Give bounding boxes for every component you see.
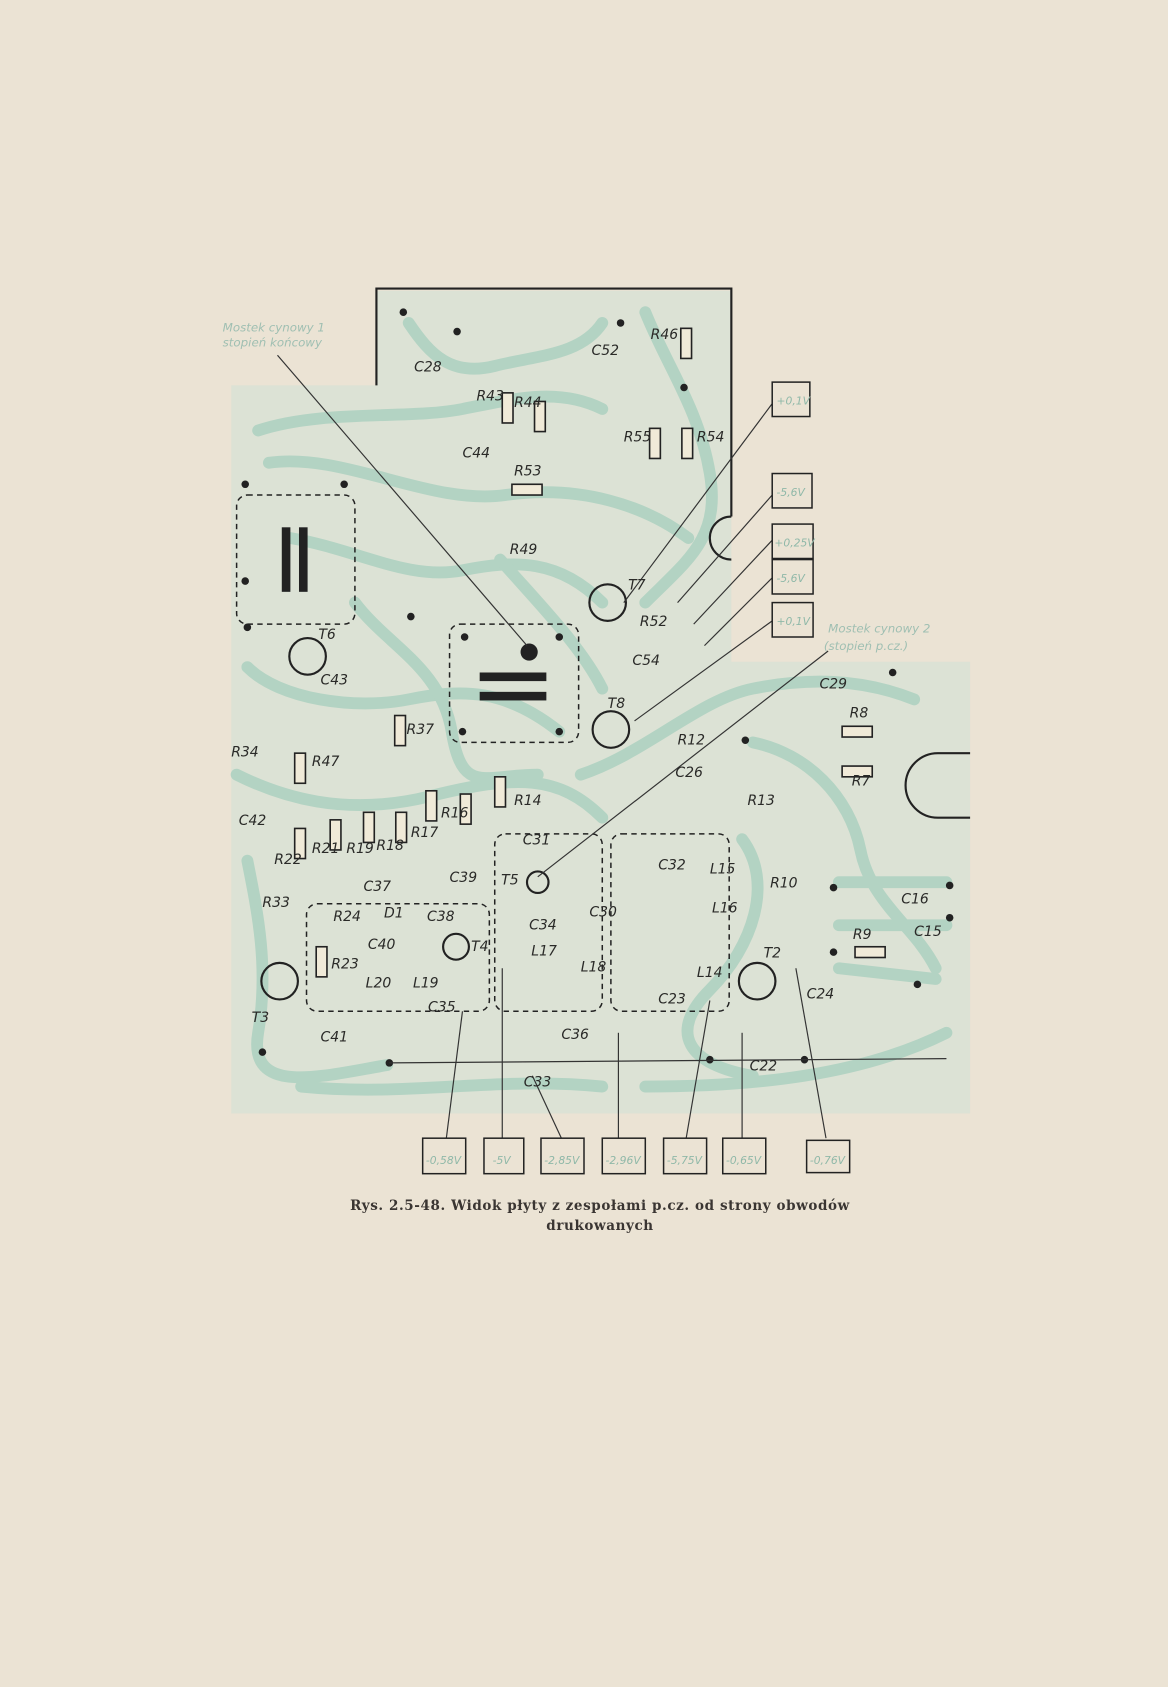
label-c23: C23 — [658, 992, 686, 1008]
label-c33: C33 — [524, 1075, 552, 1091]
voltage-bottom-3: -2,85V — [544, 1154, 580, 1167]
label-l14: L14 — [697, 965, 723, 981]
voltage-bottom-5: -5,75V — [667, 1154, 703, 1167]
label-r22: R22 — [274, 852, 302, 868]
board-fill — [231, 290, 971, 1114]
label-l19: L19 — [413, 976, 439, 992]
voltage-bottom-6: -0,65V — [726, 1154, 762, 1167]
transistor-icons — [260, 583, 777, 1001]
label-t7: T7 — [628, 578, 646, 594]
label-c54: C54 — [632, 653, 660, 669]
solder-pads — [241, 308, 954, 1067]
label-c26: C26 — [675, 765, 703, 781]
label-l20: L20 — [366, 976, 392, 992]
note-bridge-1-sub: stopień końcowy — [223, 336, 323, 350]
label-c37: C37 — [364, 879, 392, 895]
voltage-bottom-7: -0,76V — [810, 1154, 846, 1167]
transformer-icons — [281, 527, 547, 701]
label-c22: C22 — [750, 1058, 778, 1074]
label-c30: C30 — [589, 905, 617, 921]
voltage-boxes-right — [771, 381, 814, 638]
leader-lines — [277, 354, 947, 1139]
label-r16: R16 — [441, 806, 469, 822]
voltage-right-4: -5,6V — [777, 572, 806, 585]
label-c41: C41 — [321, 1029, 349, 1045]
label-r52: R52 — [640, 614, 668, 630]
label-r37: R37 — [407, 722, 435, 738]
label-c38: C38 — [427, 909, 455, 925]
board-notch — [708, 515, 971, 819]
copper-traces — [230, 306, 953, 1096]
voltage-right-2: -5,6V — [777, 486, 806, 499]
label-c40: C40 — [368, 937, 396, 953]
label-r18: R18 — [376, 838, 404, 854]
label-c32: C32 — [658, 857, 686, 873]
label-r17: R17 — [411, 825, 439, 841]
label-r53: R53 — [514, 464, 541, 480]
label-r21: R21 — [312, 841, 339, 857]
label-t6: T6 — [318, 627, 336, 643]
label-t3: T3 — [252, 1010, 269, 1026]
board-outline — [375, 287, 733, 517]
label-r54: R54 — [697, 429, 724, 445]
label-l17: L17 — [531, 943, 557, 959]
voltage-bottom-2: -5V — [493, 1154, 512, 1167]
voltage-right-5: +0,1V — [777, 615, 811, 628]
caption-line-1: Rys. 2.5-48. Widok płyty z zespołami p.c… — [350, 1198, 850, 1214]
label-t2: T2 — [764, 946, 782, 962]
label-r9: R9 — [853, 927, 872, 943]
label-c34: C34 — [529, 918, 557, 934]
label-r19: R19 — [346, 841, 374, 857]
voltage-bottom-1: -0,58V — [426, 1154, 462, 1167]
label-l16: L16 — [712, 900, 738, 916]
label-l18: L18 — [581, 959, 607, 975]
note-bridge-2: Mostek cynowy 2 — [828, 622, 930, 636]
label-c43: C43 — [321, 672, 349, 688]
label-r44: R44 — [514, 395, 541, 411]
label-c44: C44 — [462, 445, 490, 461]
note-bridge-2-sub: (stopień p.cz.) — [824, 639, 908, 653]
label-c28: C28 — [414, 359, 442, 375]
resistor-icons — [293, 327, 886, 978]
label-r14: R14 — [514, 793, 541, 809]
component-labels: C28 C52 R46 R43 R44 R55 R54 C44 R53 R49 … — [231, 327, 942, 1090]
label-r13: R13 — [747, 793, 774, 809]
label-c42: C42 — [239, 813, 267, 829]
label-c36: C36 — [561, 1027, 589, 1043]
label-r24: R24 — [333, 909, 360, 925]
label-c24: C24 — [807, 986, 835, 1002]
label-t4: T4 — [471, 939, 488, 955]
figure-caption: Rys. 2.5-48. Widok płyty z zespołami p.c… — [300, 1196, 900, 1236]
label-r8: R8 — [850, 706, 869, 722]
label-r34: R34 — [231, 744, 258, 760]
voltage-right-1: +0,1V — [777, 395, 811, 408]
label-t5: T5 — [501, 872, 519, 888]
label-r46: R46 — [651, 327, 679, 343]
label-r10: R10 — [770, 876, 798, 892]
label-d1: D1 — [384, 906, 404, 922]
label-r33: R33 — [262, 895, 289, 911]
voltage-bottom-4: -2,96V — [606, 1154, 642, 1167]
label-r7: R7 — [852, 773, 871, 789]
label-c15: C15 — [914, 924, 942, 940]
label-r23: R23 — [331, 956, 358, 972]
voltage-right-3: +0,25V — [774, 537, 815, 550]
label-r49: R49 — [510, 542, 538, 558]
label-t8: T8 — [608, 696, 626, 712]
label-c35: C35 — [428, 999, 456, 1015]
label-r47: R47 — [312, 754, 340, 770]
label-r12: R12 — [678, 733, 706, 749]
note-bridge-1: Mostek cynowy 1 — [223, 321, 325, 335]
label-c16: C16 — [901, 892, 929, 908]
label-r43: R43 — [476, 388, 503, 404]
label-c39: C39 — [450, 870, 478, 886]
label-r55: R55 — [624, 429, 652, 445]
label-l15: L15 — [710, 862, 736, 878]
label-c52: C52 — [592, 343, 620, 359]
caption-line-2: drukowanych — [546, 1218, 654, 1234]
label-c29: C29 — [820, 677, 848, 693]
label-c31: C31 — [523, 833, 551, 849]
voltage-boxes-bottom — [421, 1137, 851, 1175]
